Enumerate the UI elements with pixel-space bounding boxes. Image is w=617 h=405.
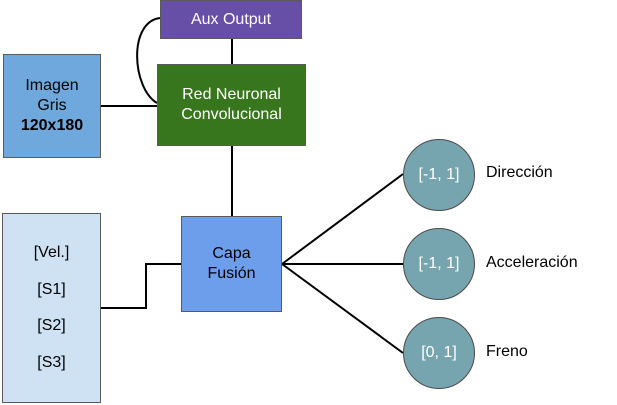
fusion-label-line2: Fusión xyxy=(207,265,256,282)
direction-label: Dirección xyxy=(486,164,553,181)
fusion-label-line1: Capa xyxy=(212,245,251,262)
cnn-label-line1: Red Neuronal xyxy=(182,86,281,103)
direction-range: [-1, 1] xyxy=(418,166,460,183)
brake-label: Freno xyxy=(486,343,528,360)
sensor-inputs-box: [Vel.] [S1] [S2] [S3] xyxy=(2,213,101,403)
direction-output-circle: [-1, 1] xyxy=(403,139,475,211)
aux-output-label: Aux Output xyxy=(190,10,272,28)
cnn-label-line2: Convolucional xyxy=(181,106,282,123)
fusion-to-direction-line xyxy=(281,173,404,265)
sensor-item-s2: [S2] xyxy=(37,317,66,335)
sensors-to-fusion-line xyxy=(101,263,181,309)
acceleration-output-circle: [-1, 1] xyxy=(403,228,475,300)
gray-image-size: 120x180 xyxy=(20,117,84,134)
acceleration-range: [-1, 1] xyxy=(418,255,460,272)
sensor-item-s3: [S3] xyxy=(37,354,66,372)
sensor-item-velocity: [Vel.] xyxy=(33,243,70,261)
gray-image-label-line1: Imagen xyxy=(25,77,79,94)
brake-range: [0, 1] xyxy=(421,344,457,361)
fusion-to-brake-line xyxy=(281,263,404,354)
fusion-layer-box: Capa Fusión xyxy=(181,216,282,312)
sensor-item-s1: [S1] xyxy=(37,280,66,298)
cnn-box: Red Neuronal Convolucional xyxy=(157,64,306,146)
acceleration-label: Acceleración xyxy=(486,254,578,271)
gray-image-label-line2: Gris xyxy=(37,97,67,114)
aux-loop-curve xyxy=(136,17,161,104)
brake-output-circle: [0, 1] xyxy=(403,317,475,389)
aux-output-box: Aux Output xyxy=(160,0,302,39)
gray-image-box: Imagen Gris 120x180 xyxy=(3,54,101,158)
